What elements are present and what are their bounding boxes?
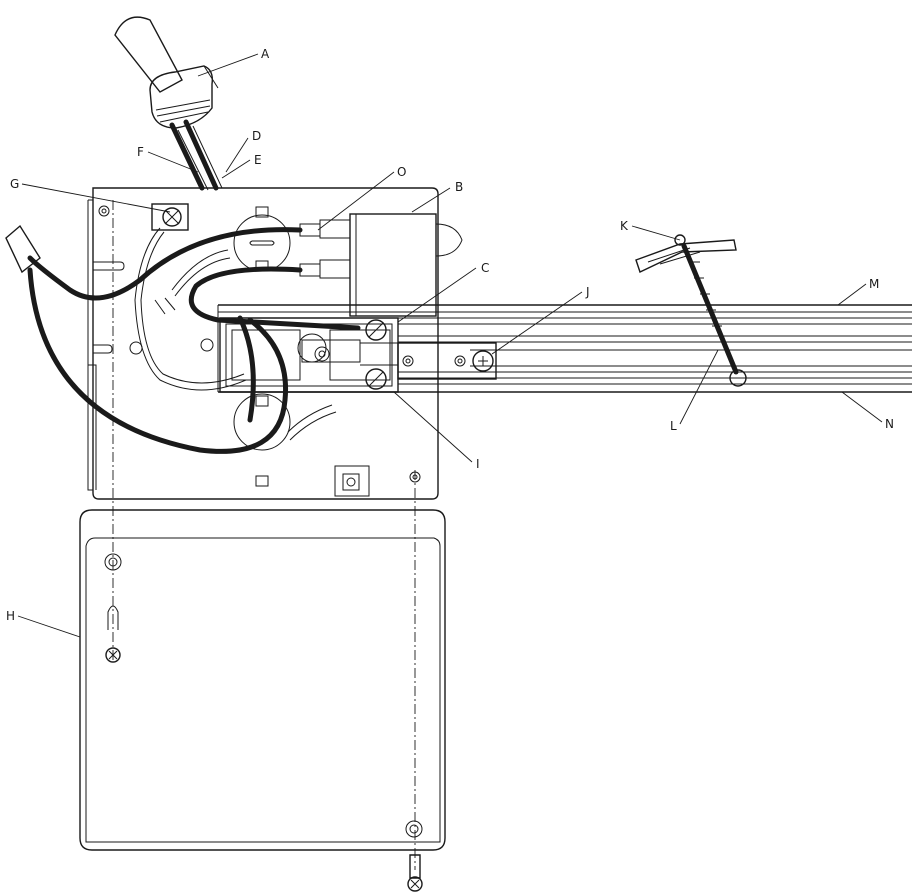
- cover: [79, 509, 446, 851]
- trolley-bracket: [397, 342, 497, 380]
- callout-a: A: [261, 47, 270, 61]
- callout-n: N: [885, 417, 894, 431]
- callout-h: H: [6, 609, 15, 623]
- callout-d: D: [252, 129, 261, 143]
- callout-c: C: [481, 261, 489, 275]
- mounting-plate: [87, 187, 439, 500]
- callout-g: G: [10, 177, 19, 191]
- toggle-bolt: [635, 234, 747, 387]
- callout-b: B: [455, 180, 463, 194]
- callout-m: M: [869, 277, 879, 291]
- callout-e: E: [254, 153, 262, 167]
- callout-i: I: [476, 457, 480, 471]
- callout-labels: A B C D E F G H I J K L M N O: [6, 47, 894, 623]
- cable-bundle: [169, 119, 223, 191]
- callout-k: K: [620, 219, 629, 233]
- callout-o: O: [397, 165, 406, 179]
- terminal-housing: [219, 317, 399, 393]
- wire-nut: [5, 224, 41, 274]
- wires: [27, 227, 361, 454]
- conduit-fitting: [114, 16, 219, 129]
- callout-f: F: [137, 145, 144, 159]
- cover-screws: [105, 200, 423, 892]
- ground-screw: [151, 203, 189, 231]
- leader-lines: [17, 53, 883, 638]
- callout-l: L: [670, 419, 677, 433]
- callout-j: J: [585, 285, 590, 299]
